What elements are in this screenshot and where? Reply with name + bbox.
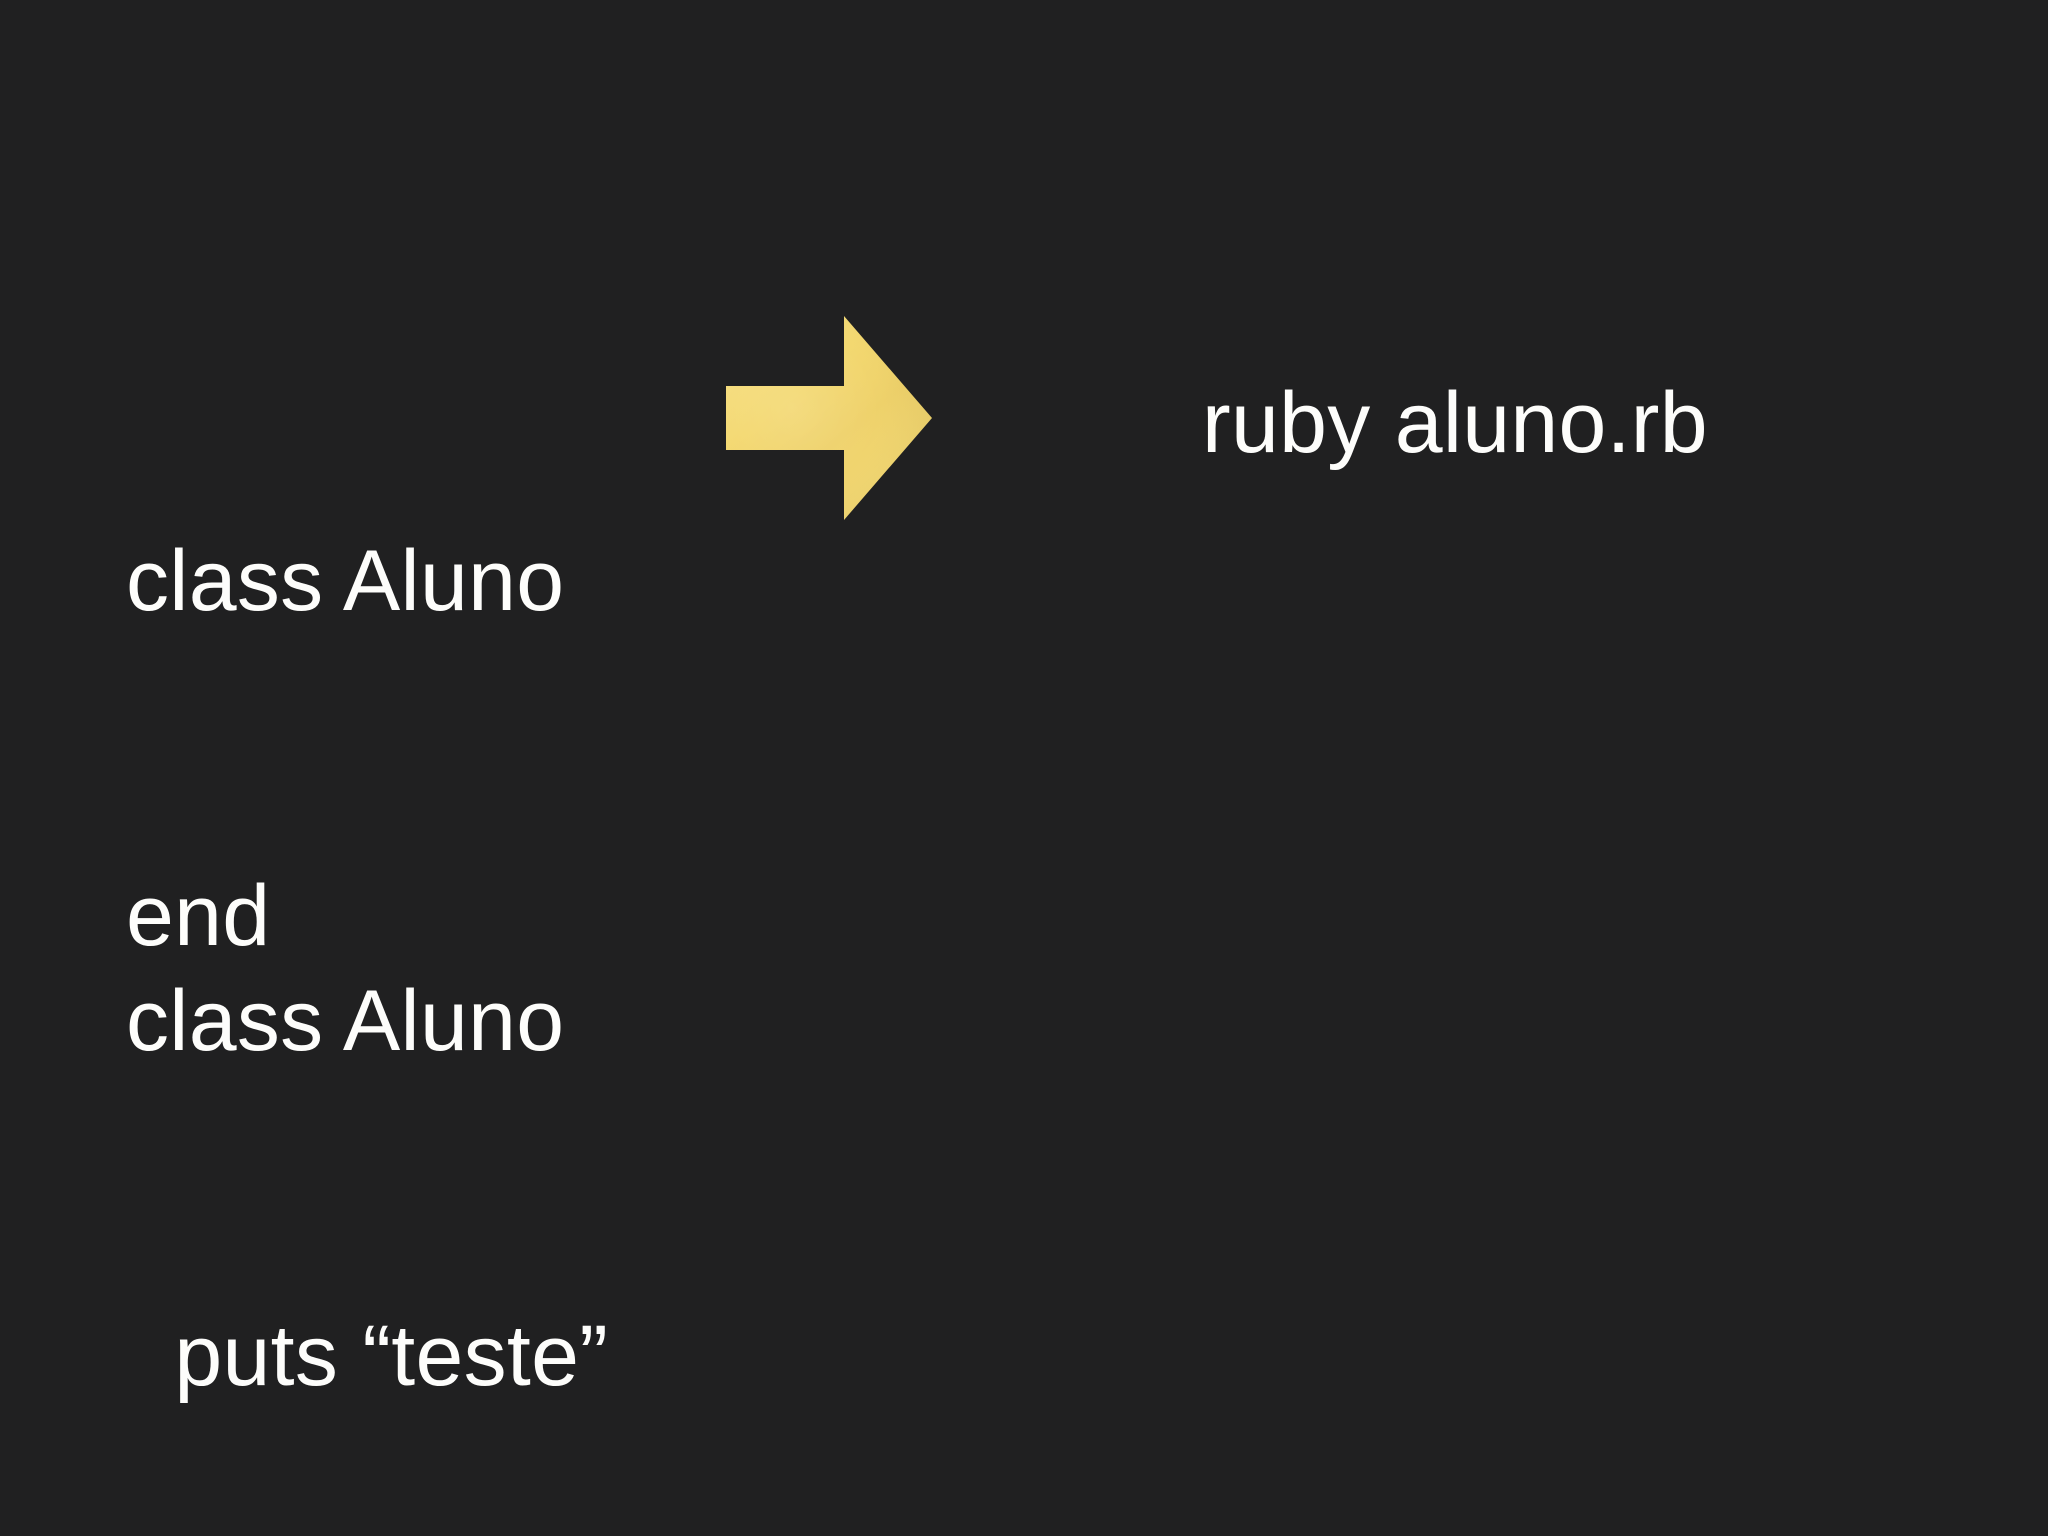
code-line: end xyxy=(126,867,271,964)
code-line: class Aluno xyxy=(126,532,565,629)
terminal-command-text: ruby aluno.rb xyxy=(1202,375,1708,471)
code-block-empty-class: class Aluno end xyxy=(126,302,564,1196)
right-arrow-icon xyxy=(726,312,936,524)
code-line: class Aluno xyxy=(126,972,565,1069)
right-arrow-glyph xyxy=(726,316,932,520)
code-line: puts “teste” xyxy=(126,1307,609,1404)
code-block-class-with-puts: class Aluno puts “teste” end xyxy=(126,742,608,1536)
